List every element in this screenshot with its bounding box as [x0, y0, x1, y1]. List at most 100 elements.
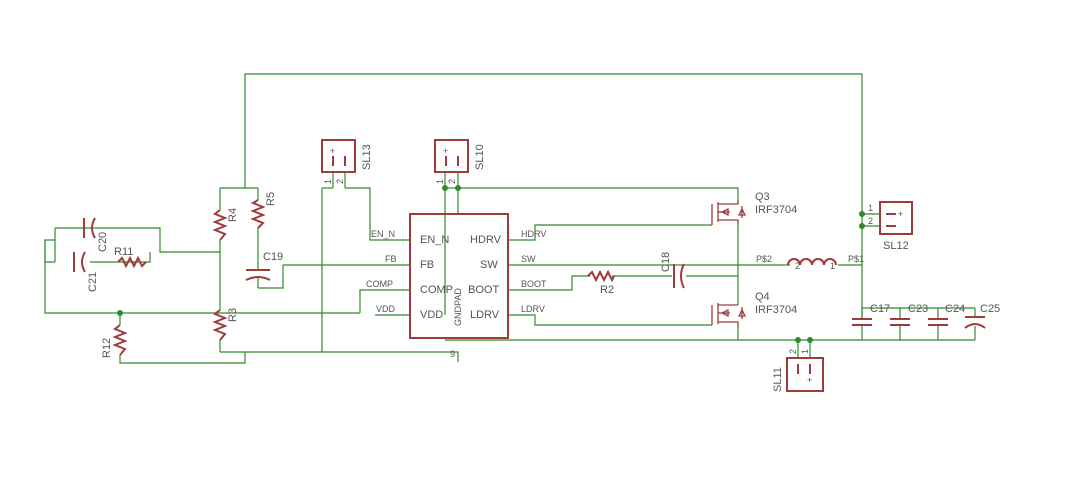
mosfet-q3-name: Q3 [755, 191, 770, 203]
capacitor-c25[interactable]: C25 [964, 303, 1000, 329]
capacitor-c18-label: C18 [660, 252, 672, 272]
inductor-pin-left: 2 [795, 261, 800, 271]
resistor-r5[interactable]: R5 [250, 192, 277, 229]
resistor-r4-symbol [212, 209, 228, 241]
resistor-r12[interactable]: R12 [101, 324, 128, 358]
resistor-r5-label: R5 [265, 192, 277, 206]
net-label-sw: SW [521, 254, 536, 264]
inductor[interactable]: 2 1 P$2 P$1 [756, 254, 864, 271]
connector-sl10-pin-b-label: 2 [447, 179, 457, 184]
wire-r3-bot-rail [220, 351, 459, 362]
mosfet-q4-value: IRF3704 [755, 304, 797, 316]
mosfet-q3[interactable]: Q3 IRF3704 [711, 191, 797, 225]
resistor-r3-symbol [212, 309, 228, 341]
wire-en-n [345, 187, 410, 241]
capacitor-c21[interactable]: C21 [73, 251, 99, 292]
mosfet-q4-source [718, 321, 739, 328]
capacitor-c23[interactable]: C23 [890, 303, 928, 326]
connector-sl11-pin-a-label: 2 [788, 349, 798, 354]
junction-dot [859, 223, 865, 229]
capacitor-c18-plate-b [680, 263, 685, 289]
capacitor-c19[interactable]: C19 [245, 251, 283, 288]
ic-body [409, 213, 509, 339]
connector-sl11-pin-b-label: 1 [800, 349, 810, 354]
resistor-r2-symbol [587, 269, 615, 283]
junction-dot [117, 310, 123, 316]
resistor-r2[interactable]: R2 [587, 269, 615, 296]
capacitor-c24-label: C24 [945, 303, 965, 315]
resistor-r11[interactable]: R11 [114, 246, 147, 269]
connector-sl12-pin-a-label: 1 [868, 203, 873, 213]
junction-dot [455, 185, 461, 191]
wire-ldrv [508, 314, 712, 326]
ic-pin-fb: FB [420, 259, 434, 271]
connector-sl13-body [321, 139, 356, 173]
wire-out [838, 264, 863, 320]
net-label-ldrv: LDRV [521, 304, 545, 314]
net-label-vdd: VDD [376, 304, 396, 314]
capacitor-c21-plate-b [81, 251, 86, 273]
capacitor-c21-label: C21 [87, 272, 99, 292]
wire-left-loop [44, 239, 55, 263]
capacitor-c20-plate-b [91, 217, 96, 239]
mosfet-q3-drain [718, 200, 739, 205]
capacitor-c25-plate-b [964, 323, 986, 329]
wire-top-rail [244, 73, 863, 214]
wire-r11 [90, 252, 151, 263]
controller-ic[interactable]: EN_N FB COMP VDD HDRV SW BOOT LDRV GNDPA… [409, 213, 509, 359]
mosfet-q3-value: IRF3704 [755, 204, 797, 216]
capacitor-c24[interactable]: C24 [928, 303, 965, 326]
ic-pin-vdd: VDD [420, 309, 443, 321]
connector-sl10-name: SL10 [474, 144, 486, 170]
net-labels: EN_N FB COMP VDD HDRV SW BOOT LDRV [366, 229, 547, 314]
wire-c19-node [258, 265, 284, 289]
ic-pin-boot: BOOT [468, 284, 499, 296]
resistor-r12-label: R12 [101, 338, 113, 358]
connector-sl13-plus: + [330, 146, 335, 156]
ic-pin-sw: SW [480, 259, 498, 271]
connector-sl13-pin-a-label: 1 [323, 179, 333, 184]
wire-comp [359, 289, 410, 313]
connector-sl10-body [434, 139, 469, 173]
ic-pin-hdrv: HDRV [470, 234, 502, 246]
connector-sl12-pin-b-label: 2 [868, 216, 873, 226]
mosfet-q4-name: Q4 [755, 291, 770, 303]
capacitor-c20-label: C20 [97, 232, 109, 252]
inductor-symbol [787, 258, 837, 266]
ic-gnd-pin-label: 9 [450, 349, 455, 359]
mosfet-q4[interactable]: Q4 IRF3704 [711, 291, 797, 328]
capacitor-c25-label: C25 [980, 303, 1000, 315]
resistor-r5-symbol [250, 199, 266, 229]
wire-r12-bottom [119, 352, 246, 364]
net-label-boot: BOOT [521, 279, 547, 289]
ic-gnd-pad-label: GNDPAD [453, 288, 463, 326]
capacitor-c17[interactable]: C17 [852, 303, 890, 326]
capacitor-c18[interactable]: C18 [660, 252, 685, 289]
junction-dot [442, 185, 448, 191]
ic-pin-ldrv: LDRV [470, 309, 500, 321]
connector-sl11-name: SL11 [772, 367, 784, 392]
net-label-comp: COMP [366, 279, 393, 289]
connector-sl13[interactable]: + 1 2 SL13 [321, 139, 373, 189]
connector-sl11[interactable]: + 2 1 SL11 [772, 349, 824, 392]
resistor-r12-symbol [112, 324, 128, 356]
capacitor-c20[interactable]: C20 [83, 217, 109, 252]
connector-sl12[interactable]: + 1 2 SL12 [868, 201, 913, 252]
resistor-r3-label: R3 [227, 308, 239, 322]
resistor-r3[interactable]: R3 [212, 308, 239, 341]
junction-dot [859, 211, 865, 217]
wire-boot [508, 275, 590, 291]
resistor-r4[interactable]: R4 [212, 208, 239, 241]
mosfet-q4-arrow [720, 308, 729, 318]
connector-sl11-plus: + [807, 375, 812, 385]
wire-hdrv [508, 224, 712, 241]
capacitor-c19-label: C19 [263, 251, 283, 263]
connector-sl12-plus: + [898, 209, 903, 219]
inductor-pin-right: 1 [830, 261, 835, 271]
connector-sl10[interactable]: + 1 2 SL10 [434, 139, 486, 184]
resistor-r4-label: R4 [227, 208, 239, 222]
junction-dot [807, 337, 813, 343]
wire-c20-top [55, 227, 220, 253]
connector-sl13-pin-b-label: 2 [335, 179, 345, 184]
